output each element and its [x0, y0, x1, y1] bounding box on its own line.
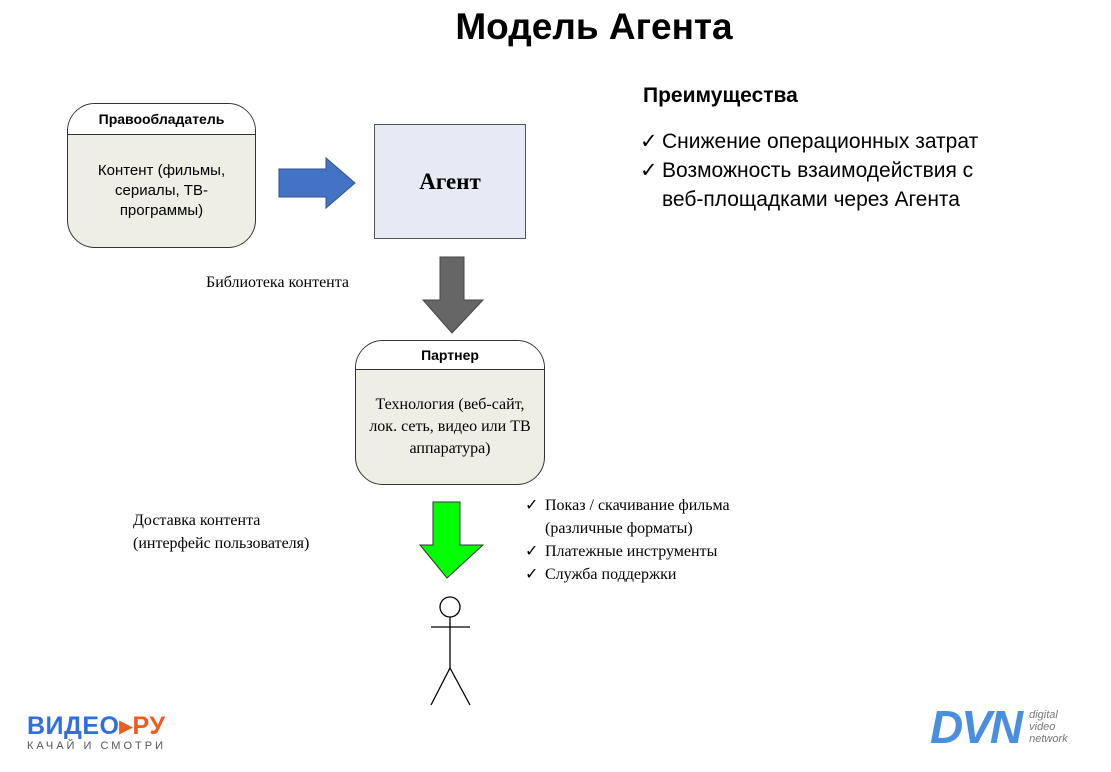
gray-arrow-down [421, 256, 485, 334]
check-icon: ✓ [640, 159, 658, 182]
green-arrow-down [418, 501, 485, 579]
rightsholder-header: Правообладатель [68, 104, 255, 135]
dvn-logo-mark: DVN [930, 701, 1023, 753]
user-stick-figure-icon [430, 596, 471, 706]
delivery-line1: Доставка контента [133, 512, 261, 529]
blue-arrow-right [278, 156, 356, 210]
videoru-logo: ВИДЕО▸РУ КАЧАЙ И СМОТРИ [27, 712, 166, 752]
list-item: ✓Показ / скачивание фильма [525, 494, 730, 517]
check-icon: ✓ [525, 497, 539, 514]
rightsholder-body: Контент (фильмы, сериалы, ТВ-программы) [97, 162, 226, 219]
partner-box: Партнер Технология (веб-сайт, лок. сеть,… [355, 340, 545, 485]
advantages-heading: Преимущества [643, 84, 798, 107]
list-item: ✓Возможность взаимодействия с [640, 156, 978, 185]
list-item: (различные форматы) [545, 520, 693, 537]
list-item: ✓Снижение операционных затрат [640, 127, 978, 156]
advantages-list: ✓Снижение операционных затрат ✓Возможнос… [640, 127, 978, 214]
partner-header: Партнер [356, 341, 544, 370]
list-item: ✓Платежные инструменты [525, 540, 730, 563]
list-item: ✓Служба поддержки [525, 563, 730, 586]
dvn-logo: DVN digital video network [930, 700, 1079, 754]
list-item: веб-площадками через Агента [662, 188, 960, 211]
features-list: ✓Показ / скачивание фильма (различные фо… [525, 494, 730, 586]
page-title: Модель Агента [455, 6, 733, 47]
rightsholder-box: Правообладатель Контент (фильмы, сериалы… [67, 103, 256, 248]
dvn-tagline: digital video network [1029, 709, 1068, 745]
delivery-line2: (интерфейс пользователя) [133, 535, 310, 552]
partner-body: Технология (веб-сайт, лок. сеть, видео и… [369, 396, 531, 457]
check-icon: ✓ [640, 130, 658, 153]
library-label: Библиотека контента [206, 274, 350, 291]
delivery-label: Доставка контента (интерфейс пользовател… [133, 509, 309, 555]
videoru-tagline: КАЧАЙ И СМОТРИ [27, 740, 166, 752]
check-icon: ✓ [525, 566, 539, 583]
agent-box: Агент [374, 124, 526, 239]
check-icon: ✓ [525, 543, 539, 560]
